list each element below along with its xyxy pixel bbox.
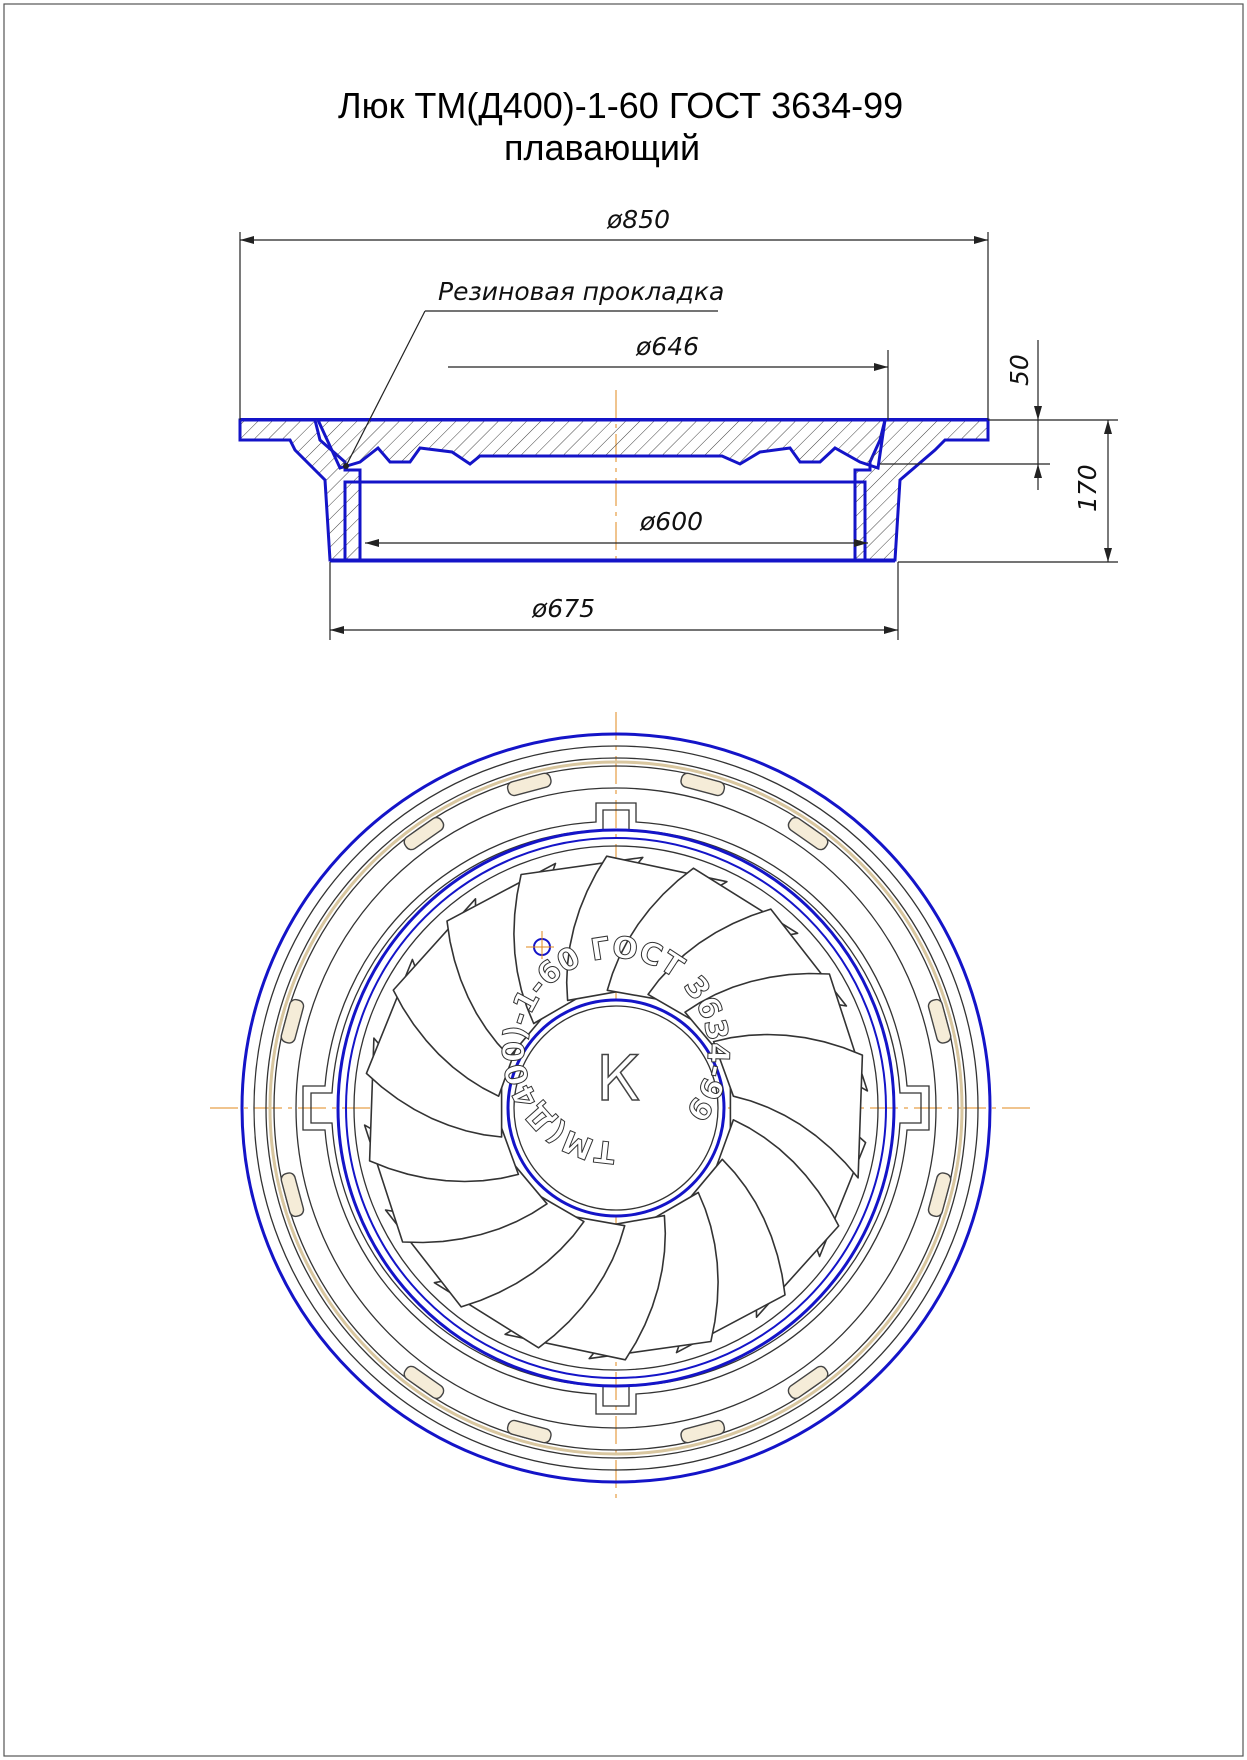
dim-lid-height: 50: [1005, 354, 1034, 386]
dim-total-height: 170: [1073, 464, 1102, 512]
gasket-ring: [268, 760, 964, 1456]
dim-inner-diameter: ø600: [639, 507, 703, 536]
center-medallion: [506, 998, 726, 1218]
inner-cavity: [343, 480, 867, 562]
frame-lug: [787, 1365, 829, 1400]
drawing-subtitle: плавающий: [504, 127, 700, 168]
lid-rib: [712, 1033, 864, 1179]
dim-outer-diameter: ø850: [606, 205, 670, 234]
frame-lug: [280, 998, 305, 1044]
lid-outline-inner: [310, 809, 922, 1407]
drawing-title: Люк ТМ(Д400)-1-60 ГОСТ 3634-99: [338, 85, 903, 126]
frame-ring-5: [295, 787, 937, 1429]
frame-lug: [787, 816, 829, 851]
center-mark: К: [596, 1042, 640, 1115]
gasket-leader-dot: [343, 463, 349, 469]
frame-lug: [403, 1365, 445, 1400]
frame-lug: [506, 772, 552, 797]
frame-lug: [927, 998, 952, 1044]
frame-lug: [403, 816, 445, 851]
lid-ribs: [363, 855, 869, 1361]
dim-base-diameter: ø675: [531, 594, 595, 623]
frame-lug: [280, 1172, 305, 1218]
section-view: ø850 Резиновая прокладка ø646 ø600 ø675 …: [238, 205, 1118, 640]
lid-section: [315, 418, 887, 470]
frame-outer-ring: [240, 732, 992, 1484]
plan-view: ТМ(Д400)-1-60 ГОСТ 3634-99 К: [210, 712, 1035, 1500]
frame-ring-3: [265, 757, 967, 1459]
frame-lugs: [280, 772, 952, 1444]
frame-ring-4: [273, 765, 959, 1451]
sheet-frame: [3, 3, 1244, 1757]
frame-lug: [680, 772, 726, 797]
lid-ribs-boundary: [353, 845, 879, 1371]
frame-lug: [927, 1172, 952, 1218]
gasket-leader-line: [345, 310, 426, 467]
frame-lug: [680, 1419, 726, 1444]
frame-ring-2: [253, 745, 979, 1471]
frame-lug: [506, 1419, 552, 1444]
dim-646-arrow: [874, 363, 888, 371]
lid-seat-ring-outer: [336, 828, 896, 1388]
gasket-label: Резиновая прокладка: [438, 277, 724, 306]
lid-seat-ring-inner: [345, 837, 887, 1379]
center-medallion-inner: [513, 1005, 719, 1211]
dim-lid-diameter: ø646: [635, 332, 699, 361]
lid-outline: [302, 802, 930, 1415]
